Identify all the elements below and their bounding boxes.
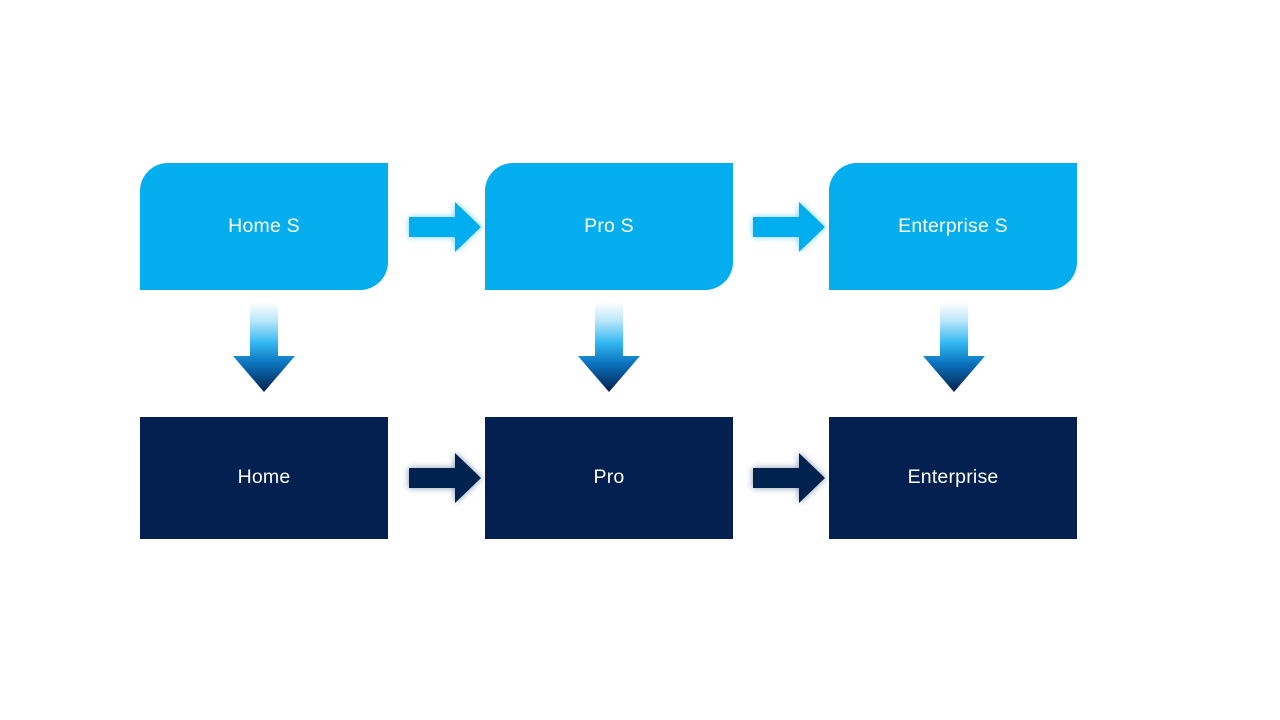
arrow-home-to-pro[interactable] — [401, 441, 487, 515]
arrow-right-icon — [409, 202, 481, 252]
node-label-pro: Pro — [593, 466, 625, 489]
arrow-pro-to-enterprise[interactable] — [745, 441, 831, 515]
arrow-home-s-to-pro-s[interactable] — [401, 190, 487, 264]
node-enterprise-s[interactable]: Enterprise S — [829, 163, 1077, 290]
arrow-down-icon — [923, 302, 985, 392]
node-enterprise[interactable]: Enterprise — [829, 417, 1077, 539]
node-pro[interactable]: Pro — [485, 417, 733, 539]
arrow-right-icon — [409, 453, 481, 503]
arrow-right-icon — [753, 202, 825, 252]
arrow-down-icon — [578, 302, 640, 392]
arrow-pro-s-to-pro[interactable] — [574, 300, 644, 396]
node-label-home: Home — [237, 466, 291, 489]
node-label-home-s: Home S — [228, 214, 300, 237]
arrow-enterprise-s-to-enterprise[interactable] — [919, 300, 989, 396]
node-label-enterprise: Enterprise — [907, 466, 999, 489]
node-label-enterprise-s: Enterprise S — [898, 214, 1008, 237]
node-pro-s[interactable]: Pro S — [485, 163, 733, 290]
arrow-home-s-to-home[interactable] — [229, 300, 299, 396]
node-home[interactable]: Home — [140, 417, 388, 539]
node-label-pro-s: Pro S — [584, 214, 634, 237]
arrow-down-icon — [233, 302, 295, 392]
node-home-s[interactable]: Home S — [140, 163, 388, 290]
arrow-right-icon — [753, 453, 825, 503]
arrow-pro-s-to-enterprise-s[interactable] — [745, 190, 831, 264]
